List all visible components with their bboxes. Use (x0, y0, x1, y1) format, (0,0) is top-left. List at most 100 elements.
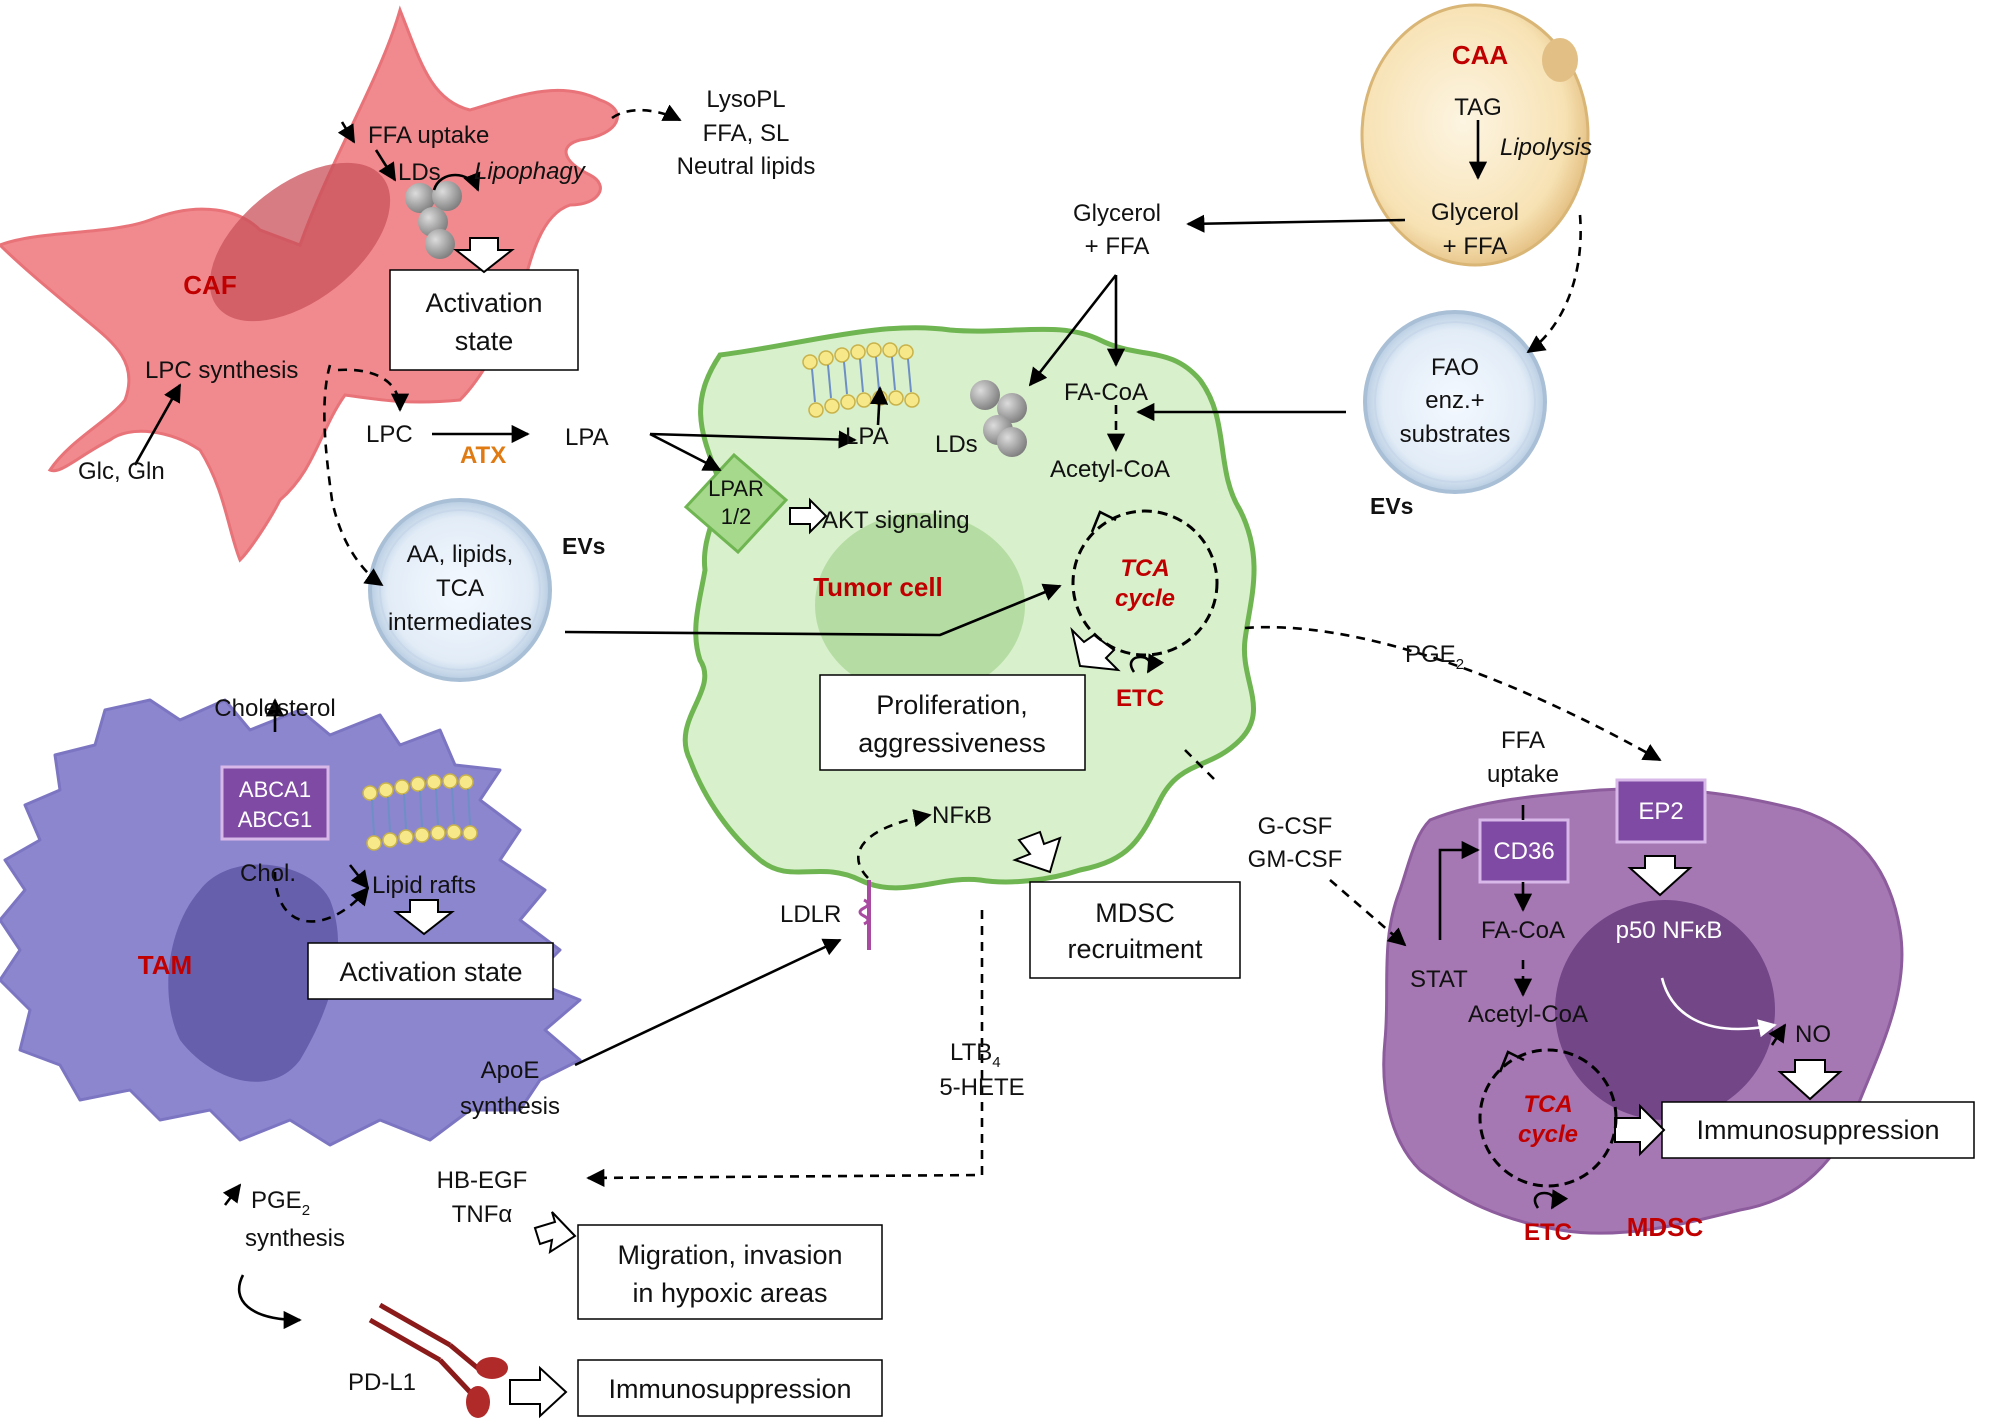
caf-lpc-synthesis: LPC synthesis (145, 357, 298, 384)
ev-left-vesicle (368, 498, 552, 682)
caf-secreted-line3: Neutral lipids (677, 153, 816, 180)
mdsc-cell (1382, 787, 1904, 1235)
ev-top-line1: FAO (1431, 354, 1479, 381)
abca1-abcg1-box (220, 765, 330, 841)
lpar-line2: 1/2 (721, 504, 752, 529)
caf-lipophagy: Lipophagy (474, 158, 587, 185)
caa-lipolysis: Lipolysis (1500, 134, 1592, 161)
mdsc-label: MDSC (1627, 1212, 1704, 1242)
tam-migration-box (577, 1224, 883, 1320)
tumor-tca-line1: TCA (1120, 555, 1169, 582)
mdsc-tca-line2: cycle (1518, 1121, 1578, 1148)
mdsc-no: NO (1795, 1021, 1831, 1048)
middle-ffa: + FFA (1085, 233, 1150, 260)
mdsc-ffa-line2: uptake (1487, 761, 1559, 788)
tam-label: TAM (138, 950, 192, 980)
caa-cell-body (1360, 3, 1590, 267)
prolif-line1: Proliferation, (876, 690, 1028, 720)
tam-hbegf: HB-EGF (437, 1167, 528, 1194)
caa-cell (1360, 3, 1590, 267)
prolif-line2: aggressiveness (858, 728, 1046, 758)
caf-secreted-line1: LysoPL (706, 86, 785, 113)
signal-hete: 5-HETE (939, 1074, 1024, 1101)
caf-activation-line1: Activation (425, 288, 542, 318)
tam-activation-box (307, 942, 554, 1000)
tam-lipid-rafts: Lipid rafts (372, 872, 476, 899)
tam-pge2: PGE2 (251, 1187, 310, 1219)
signal-pge2: PGE2 (1405, 641, 1464, 673)
tumor-label: Tumor cell (813, 572, 943, 602)
mdsc-acetyl-coa: Acetyl-CoA (1468, 1001, 1588, 1028)
tam-apoe-line1: ApoE (481, 1057, 540, 1084)
tam-chol: Chol. (240, 860, 296, 887)
ev-top-line3: substrates (1400, 421, 1511, 448)
tumor-lds: LDs (935, 431, 978, 458)
caa-label: CAA (1452, 40, 1509, 70)
mdsc-stat: STAT (1410, 966, 1468, 993)
lpar-line1: LPAR (708, 476, 764, 501)
signal-ltb4: LTB4 (950, 1039, 1001, 1071)
caf-ffa-uptake: FFA uptake (368, 122, 489, 149)
mdsc-immuno: Immunosuppression (1696, 1115, 1939, 1145)
caf-lipid-droplets (405, 181, 462, 259)
tam-pdl1: PD-L1 (348, 1369, 416, 1396)
mdsc-tca-line1: TCA (1523, 1091, 1572, 1118)
signal-gmcsf: GM-CSF (1248, 846, 1343, 873)
pdl1-receptor-icon (368, 1302, 508, 1418)
ldlr-receptor-icon (858, 880, 871, 950)
ev-left-line1: AA, lipids, (407, 541, 514, 568)
tumor-nfkb: NFκB (932, 802, 992, 829)
tumor-proliferation-box (819, 674, 1086, 771)
caf-lds: LDs (398, 159, 441, 186)
tumor-ldlr: LDLR (780, 901, 841, 928)
caf-activation-line2: state (455, 326, 514, 356)
mdsc-fa-coa: FA-CoA (1481, 917, 1565, 944)
tumor-tca-entry-arrow (1090, 510, 1117, 533)
tam-activation: Activation state (339, 957, 522, 987)
tumor-nucleus (815, 513, 1025, 697)
tumor-acetyl-coa: Acetyl-CoA (1050, 456, 1170, 483)
middle-glycerol: Glycerol (1073, 200, 1161, 227)
block-arrows (393, 237, 1843, 1419)
tumor-lpa: LPA (845, 423, 889, 450)
tam-tnfa: TNFα (452, 1201, 513, 1228)
dashed-arrows (273, 104, 1662, 1187)
tam-pge2-synth: synthesis (245, 1225, 345, 1252)
mdsc-tca-entry-arrow (1498, 1050, 1525, 1073)
tam-abca1: ABCA1 (239, 777, 311, 802)
mdsc-recruit-line2: recruitment (1067, 934, 1203, 964)
tam-apoe-line2: synthesis (460, 1093, 560, 1120)
mdsc-etc: ETC (1524, 1219, 1572, 1246)
caf-nucleus (209, 162, 391, 322)
tumor-tca-cycle (1071, 509, 1219, 657)
tumor-fa-coa: FA-CoA (1064, 379, 1148, 406)
ev-top-line2: enz.+ (1425, 387, 1484, 414)
mdsc-recruit-line1: MDSC (1095, 898, 1175, 928)
mdsc-ffa-line1: FFA (1501, 727, 1545, 754)
mdsc-etc-loop (1533, 1189, 1569, 1210)
caa-nucleus (1542, 38, 1578, 82)
caf-cell (0, 5, 619, 563)
atx-label: ATX (460, 442, 506, 469)
mdsc-tca-cycle (1478, 1048, 1618, 1188)
mdsc-p50: p50 NFκB (1616, 917, 1723, 944)
tam-membrane-bilayer-icon (362, 773, 478, 851)
ev-left-line3: intermediates (388, 609, 532, 636)
mdsc-cd36: CD36 (1493, 838, 1554, 865)
caf-glc-gln: Glc, Gln (78, 458, 165, 485)
caf-activation-box (389, 269, 579, 371)
ep2-box (1615, 778, 1707, 844)
mdsc-nucleus (1555, 900, 1775, 1120)
tumor-lipid-droplets (970, 380, 1027, 457)
caa-glycerol: Glycerol (1431, 199, 1519, 226)
tam-immuno: Immunosuppression (608, 1374, 851, 1404)
lpa-label: LPA (565, 424, 609, 451)
tam-cholesterol: Cholesterol (214, 695, 335, 722)
tumor-etc-loop (1129, 653, 1165, 674)
signal-gcsf: G-CSF (1258, 813, 1333, 840)
ev-left-label: EVs (562, 533, 605, 559)
caa-tag: TAG (1454, 94, 1502, 121)
tumor-tca-line2: cycle (1115, 585, 1175, 612)
ev-top-label: EVs (1370, 493, 1413, 519)
